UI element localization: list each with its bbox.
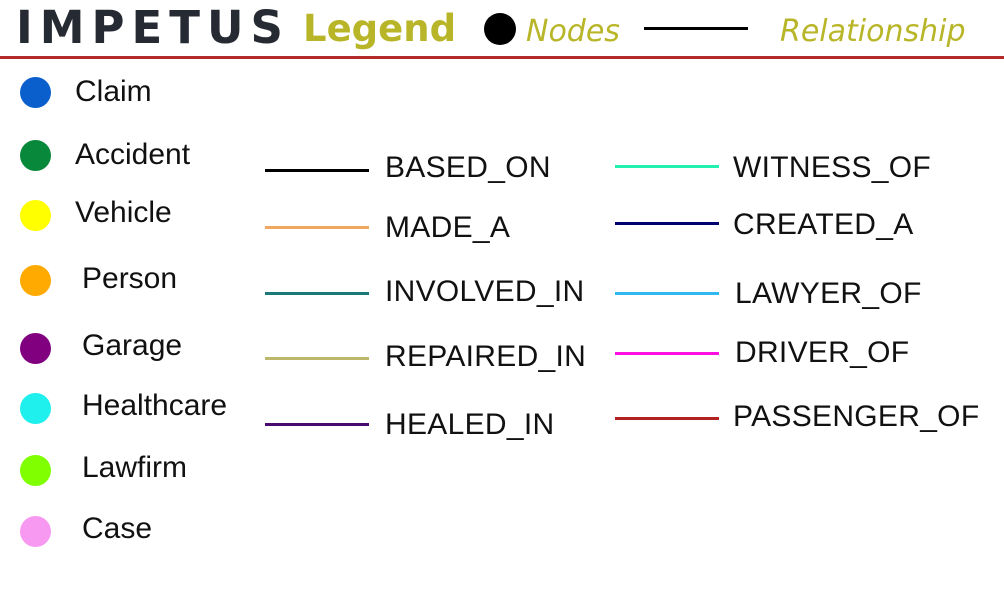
brand-logo-text: IMPETUS (16, 1, 290, 54)
rel-repaired-in-line-icon (265, 357, 369, 360)
node-case-dot-icon (20, 516, 51, 547)
legend-title: Legend (303, 7, 457, 50)
node-garage-label: Garage (82, 329, 183, 362)
node-healthcare-label: Healthcare (82, 389, 228, 422)
rel-lawyer-of-line-icon (615, 292, 719, 295)
relationship-key-label: Relationship (780, 14, 966, 49)
rel-driver-of-line-icon (615, 352, 719, 355)
node-accident-label: Accident (75, 138, 191, 171)
node-person-label: Person (82, 262, 178, 295)
rel-made-a-line-icon (265, 226, 369, 229)
node-lawfirm-label: Lawfirm (82, 451, 188, 484)
node-claim-dot-icon (20, 77, 51, 108)
nodes-key-dot-icon (484, 13, 516, 45)
rel-created-a-line-icon (615, 222, 719, 225)
rel-lawyer-of-label: LAWYER_OF (735, 277, 922, 310)
rel-passenger-of-line-icon (615, 417, 719, 420)
rel-based-on-label: BASED_ON (385, 151, 551, 184)
rel-made-a-label: MADE_A (385, 211, 511, 244)
node-garage-dot-icon (20, 333, 51, 364)
rel-involved-in-label: INVOLVED_IN (385, 275, 585, 308)
rel-witness-of-line-icon (615, 165, 719, 168)
node-vehicle-label: Vehicle (75, 196, 172, 229)
rel-created-a-label: CREATED_A (733, 208, 914, 241)
rel-passenger-of-label: PASSENGER_OF (733, 400, 980, 433)
rel-healed-in-line-icon (265, 423, 369, 426)
header-divider (0, 56, 1004, 59)
rel-based-on-line-icon (265, 169, 369, 172)
node-case-label: Case (82, 512, 153, 545)
node-accident-dot-icon (20, 140, 51, 171)
node-claim-label: Claim (75, 75, 152, 108)
rel-repaired-in-label: REPAIRED_IN (385, 340, 587, 373)
rel-driver-of-label: DRIVER_OF (735, 336, 910, 369)
rel-witness-of-label: WITNESS_OF (733, 151, 932, 184)
nodes-key-label: Nodes (526, 14, 620, 49)
node-lawfirm-dot-icon (20, 455, 51, 486)
node-person-dot-icon (20, 265, 51, 296)
node-healthcare-dot-icon (20, 393, 51, 424)
node-vehicle-dot-icon (20, 200, 51, 231)
rel-involved-in-line-icon (265, 292, 369, 295)
relationship-key-line-icon (644, 27, 748, 30)
rel-healed-in-label: HEALED_IN (385, 408, 555, 441)
